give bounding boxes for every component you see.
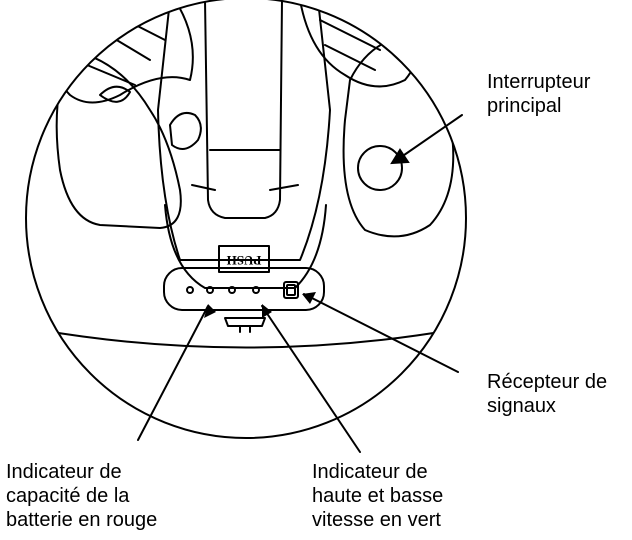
speed-indicator-callout: Indicateur de haute et basse vitesse en …	[312, 460, 443, 532]
speed-led-2	[253, 287, 259, 293]
speed-led-1	[229, 287, 235, 293]
speed-indicator-callout-line-2: haute et basse	[312, 484, 443, 508]
receiver-leader	[304, 294, 458, 372]
signal-receiver-callout: Récepteur de signaux	[487, 370, 607, 418]
battery-indicator-callout-line-2: capacité de la	[6, 484, 157, 508]
right-side-pod	[344, 35, 454, 236]
speed-arrowhead	[262, 304, 272, 318]
bottom-clip	[225, 318, 265, 326]
left-knob	[170, 113, 201, 149]
main-switch-callout-line-1: Interrupteur	[487, 70, 590, 94]
speed-indicator-callout-line-3: vitesse en vert	[312, 508, 443, 532]
signal-receiver-callout-line-1: Récepteur de	[487, 370, 607, 394]
battery-led-2	[207, 287, 213, 293]
battery-leader	[138, 306, 208, 440]
battery-indicator-callout-line-3: batterie en rouge	[6, 508, 157, 532]
handle	[205, 0, 282, 218]
signal-receiver-callout-line-2: signaux	[487, 394, 607, 418]
center-housing	[158, 0, 330, 260]
main-switch-button	[358, 146, 402, 190]
push-label: PUSH	[227, 253, 262, 268]
main-switch-callout: Interrupteur principal	[487, 70, 590, 118]
speed-indicator-callout-line-1: Indicateur de	[312, 460, 443, 484]
main-switch-callout-line-2: principal	[487, 94, 590, 118]
speed-leader	[262, 306, 360, 452]
battery-led-1	[187, 287, 193, 293]
battery-indicator-callout: Indicateur de capacité de la batterie en…	[6, 460, 157, 532]
battery-indicator-callout-line-1: Indicateur de	[6, 460, 157, 484]
